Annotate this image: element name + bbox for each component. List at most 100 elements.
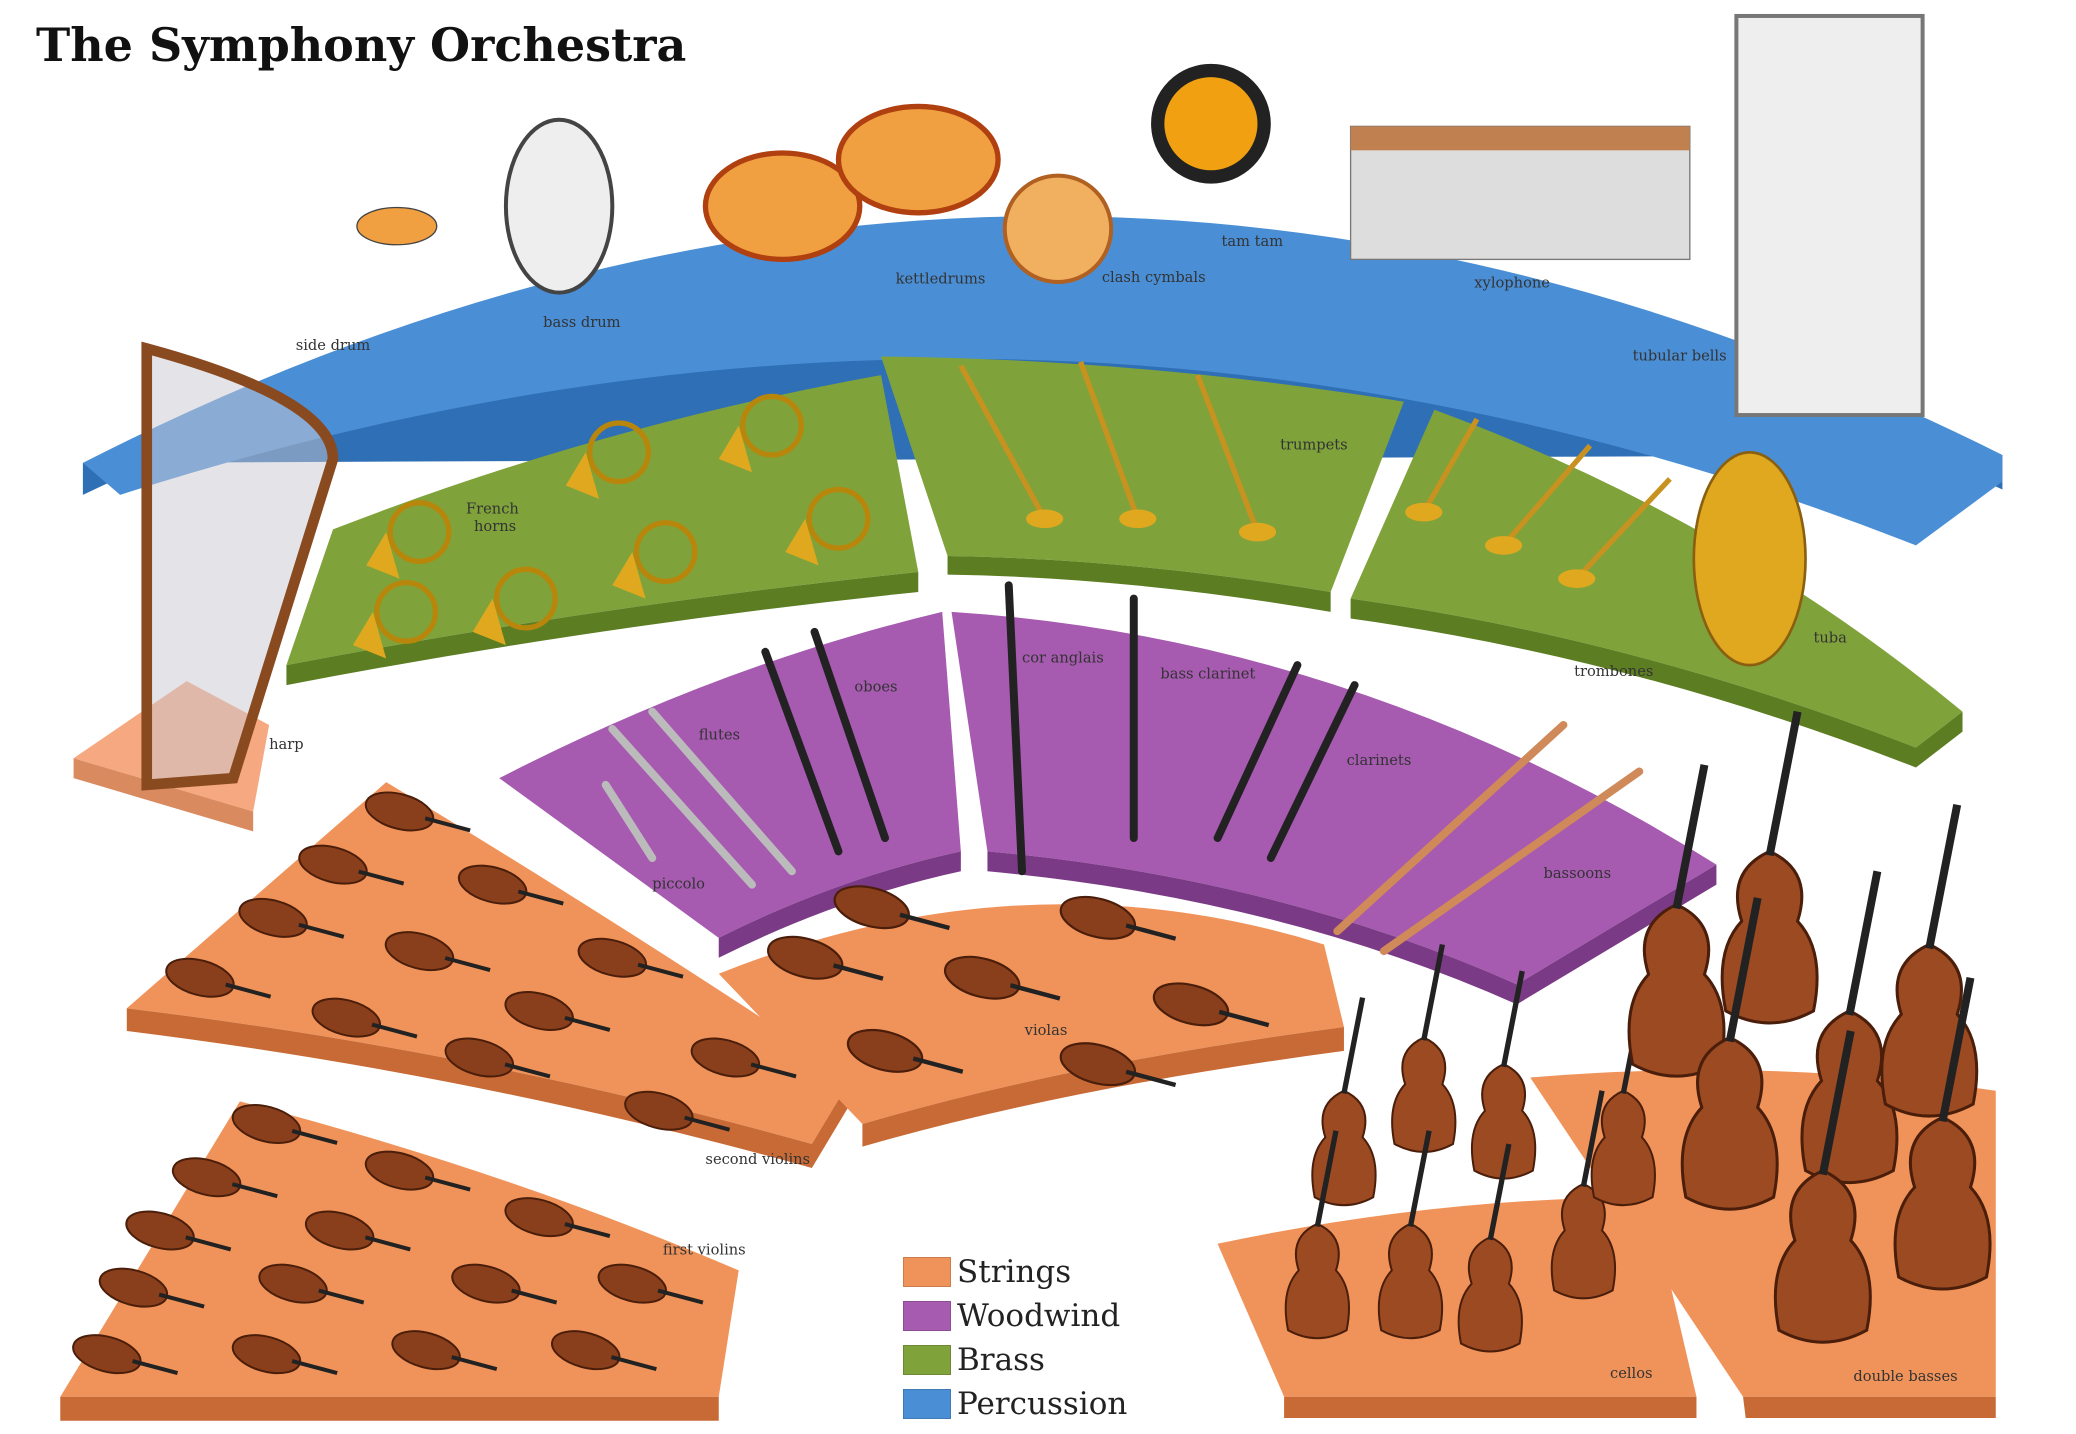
first-violin-icon — [258, 1263, 365, 1305]
label-first-violins: first violins — [663, 1241, 746, 1258]
woodwind-left-platform — [499, 611, 961, 938]
woodwind-section — [499, 611, 1717, 1005]
second-violin-icon — [298, 844, 405, 886]
harp-icon — [141, 341, 339, 791]
label-trombones: trombones — [1574, 663, 1653, 680]
label-cellos: cellos — [1610, 1365, 1653, 1382]
flute-icon — [648, 707, 796, 876]
label-flutes: flutes — [699, 727, 740, 744]
legend: Strings Woodwind Brass Percussion — [903, 1250, 1127, 1426]
legend-item-brass: Brass — [903, 1338, 1127, 1382]
double-bass-icon — [1680, 897, 1779, 1211]
brass-swatch — [903, 1345, 951, 1375]
label-piccolo: piccolo — [652, 876, 705, 893]
viola-icon — [846, 1028, 964, 1074]
label-tubular-bells: tubular bells — [1633, 347, 1727, 364]
label-oboes: oboes — [854, 679, 897, 696]
tam-tam-icon — [1151, 63, 1271, 184]
double-bass-icon — [1893, 976, 1992, 1291]
first-violin-icon — [171, 1157, 278, 1199]
cello-icon — [1550, 1090, 1617, 1300]
first-violin-icon — [231, 1104, 338, 1145]
double-bass-icon — [1773, 1030, 1872, 1344]
strings-swatch — [903, 1257, 951, 1287]
second-violin-icon — [238, 897, 345, 939]
first-violin-icon — [98, 1267, 205, 1309]
piccolo-icon — [601, 780, 657, 862]
viola-icon — [833, 885, 951, 931]
cello-icon — [1470, 970, 1537, 1180]
viola-icon — [767, 935, 884, 981]
legend-label: Strings — [957, 1254, 1072, 1290]
double-bass-icon — [1720, 710, 1819, 1025]
bassoon-icon — [1379, 767, 1644, 956]
second-violin-icon — [165, 957, 272, 999]
second-violin-icon — [444, 1037, 551, 1079]
label-cor-anglais: cor anglais — [1022, 649, 1104, 666]
percussion-swatch — [903, 1389, 951, 1419]
bass-drum-icon — [503, 117, 615, 295]
french-horn-icon — [612, 520, 698, 599]
trombone-icon — [1484, 443, 1593, 555]
label-side-drum: side drum — [296, 337, 371, 354]
label-kettledrums: kettledrums — [896, 270, 986, 287]
label-clash-cymbals: clash cymbals — [1102, 269, 1206, 286]
clarinet-icon — [1213, 661, 1302, 843]
cor-anglais-icon — [1004, 581, 1027, 876]
second-violin-icon — [504, 991, 611, 1032]
viola-icon — [1059, 1042, 1177, 1088]
french-horn-icon — [785, 486, 871, 566]
french-horn-icon — [366, 500, 452, 579]
legend-label: Brass — [957, 1342, 1045, 1378]
woodwind-right-platform — [951, 611, 1717, 985]
oboe-icon — [761, 647, 843, 856]
bassoon-icon — [1333, 720, 1568, 936]
label-harp: harp — [269, 736, 304, 753]
double-bass-icon — [1800, 870, 1899, 1185]
first-violin-icon — [125, 1210, 232, 1252]
tubular-bells-icon — [1734, 13, 1925, 418]
first-violin-icon — [551, 1330, 657, 1372]
violas-platform — [718, 904, 1344, 1125]
french-horn-icon — [718, 393, 804, 473]
cello-icon — [1457, 1143, 1523, 1353]
label-clarinets: clarinets — [1347, 752, 1412, 769]
label-bass-clarinet: bass clarinet — [1160, 665, 1255, 682]
label-french-horns-1: French — [466, 500, 519, 517]
second-violin-icon — [364, 791, 471, 833]
legend-item-woodwind: Woodwind — [903, 1294, 1127, 1338]
horns-platform — [286, 375, 919, 666]
section-labels: side drum bass drum kettledrums clash cymba… — [269, 233, 1957, 1385]
first-violin-icon — [364, 1150, 471, 1192]
first-violin-icon — [504, 1197, 611, 1239]
trombone-icon — [1405, 417, 1480, 522]
first-violin-icon — [597, 1263, 704, 1305]
label-bassoons: bassoons — [1543, 865, 1611, 882]
french-horn-icon — [352, 579, 439, 659]
double-bass-icon — [1880, 804, 1979, 1118]
legend-item-strings: Strings — [903, 1250, 1127, 1294]
label-xylophone: xylophone — [1474, 274, 1550, 291]
legend-item-percussion: Percussion — [903, 1382, 1127, 1426]
trombone-icon — [1558, 477, 1672, 588]
trombones-platform — [1350, 409, 1963, 748]
second-violin-icon — [457, 864, 564, 906]
label-french-horns-2: horns — [474, 518, 516, 535]
second-violin-icon — [624, 1090, 731, 1132]
second-violin-icon — [577, 937, 684, 979]
cello-icon — [1391, 943, 1457, 1153]
tuba-icon — [1692, 450, 1807, 667]
oboe-icon — [810, 627, 890, 843]
cello-icon — [1377, 1130, 1444, 1340]
label-bass-drum: bass drum — [543, 314, 621, 331]
label-double-basses: double basses — [1853, 1368, 1957, 1385]
cello-icon — [1284, 1130, 1350, 1340]
first-violin-icon — [451, 1263, 558, 1305]
clash-cymbals-icon — [1002, 173, 1114, 285]
clarinet-icon — [1266, 681, 1359, 862]
second-violin-icon — [311, 997, 418, 1039]
legend-label: Percussion — [957, 1386, 1128, 1422]
viola-icon — [1152, 982, 1270, 1028]
